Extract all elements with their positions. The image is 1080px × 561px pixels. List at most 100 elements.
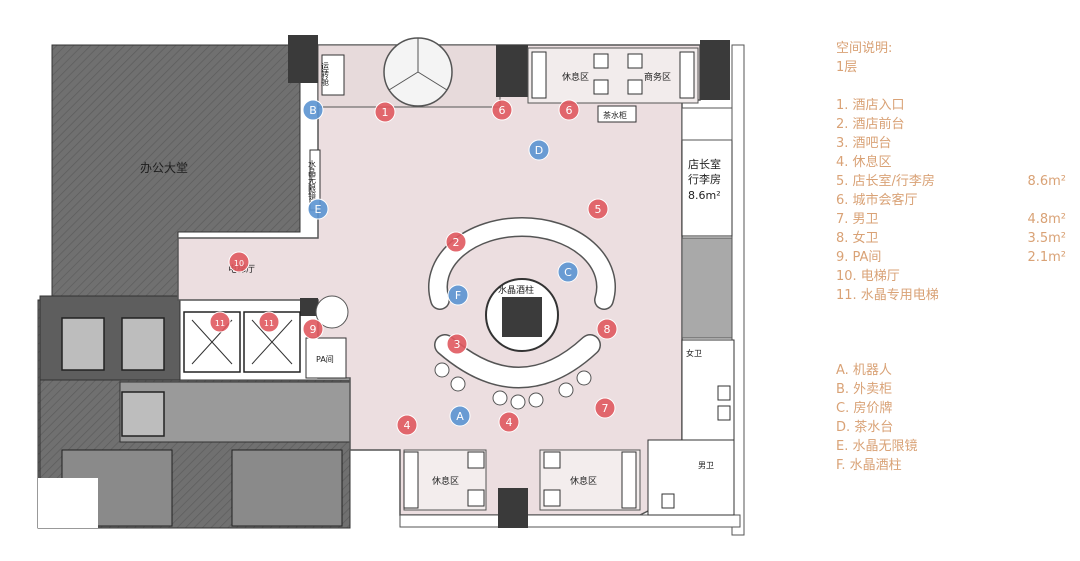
crystal-mirror-label: 水晶无限镜 [308,159,317,201]
numbered-marker-6 [491,99,513,121]
manager-cabinet [681,107,733,141]
numbered-marker-label-11: 11 [264,319,274,328]
legend-item-area [1022,286,1066,305]
numbered-marker-label-1: 1 [382,106,389,119]
office-elevator-1 [61,317,105,371]
pillar-bottom [498,488,528,528]
revolving-door-blade-2 [388,71,419,91]
numbered-marker-label-9: 9 [310,323,317,336]
manager-label-2: 行李房 [688,172,721,186]
numbered-marker-11 [258,311,280,333]
crystal-elevator-2-x2 [251,319,293,365]
lounge-right-chair-2 [543,489,561,507]
legend-item-label: 6. 城市会客厅 [836,193,918,208]
legend-item-label: 9. PA间 [836,250,882,265]
round-table [315,295,349,329]
numbered-marker-9 [302,318,324,340]
legend-title: 空间说明: [836,41,893,56]
office-elevator-2 [121,317,165,371]
legend-floor: 1层 [836,60,858,75]
bar-stool-5 [528,392,544,408]
legend-lettered-item: B. 外卖柜 [836,382,893,397]
numbered-marker-1 [374,101,396,123]
lounge-top-sofa-right [679,51,695,99]
right-service-strip [681,237,733,339]
legend-item-area: 2.1m² [1027,250,1066,265]
legend-item-label: 10. 电梯厅 [836,269,900,284]
numbered-marker-label-11: 11 [215,319,225,328]
wall-top-right [700,40,730,100]
restroom-fixture-2 [717,405,731,421]
numbered-marker-11 [209,311,231,333]
legend-lettered-item: C. 房价牌 [836,401,893,416]
lettered-marker-label-A: A [456,410,464,423]
legend-item-area [1022,134,1066,153]
business-label: 商务区 [644,71,671,83]
office-elevator-3 [121,391,165,437]
numbered-marker-6 [558,99,580,121]
numbered-marker-8 [596,318,618,340]
office-lobby-label: 办公大堂 [140,160,188,175]
numbered-marker-10 [228,251,250,273]
legend-item-label: 3. 酒吧台 [836,136,892,151]
numbered-marker-4 [396,414,418,436]
bar-stool-4 [510,394,526,410]
business-chair-3 [627,53,643,69]
pa-room [305,337,347,379]
numbered-marker-label-8: 8 [604,323,611,336]
numbered-marker-5 [587,198,609,220]
manager-area: 8.6m² [688,189,721,202]
legend-item-area: 4.8m² [1027,212,1066,227]
lettered-marker-label-F: F [455,289,461,302]
crystal-pillar-core [502,297,542,337]
manager-label-1: 店长室 [688,157,721,171]
legend-item: 11. 水晶专用电梯 [836,286,1066,305]
numbered-marker-4 [498,411,520,433]
bar-stool-1 [434,362,450,378]
numbered-marker-3 [446,333,468,355]
tea-cabinet [597,105,637,123]
manager-office [681,139,733,237]
lounge-left-sofa [403,451,419,509]
lettered-marker-label-E: E [315,203,322,216]
lettered-marker-F [447,284,469,306]
lounge-right-chair-1 [543,451,561,469]
legend-item: 3. 酒吧台 [836,134,1066,153]
numbered-marker-2 [445,231,467,253]
lounge-left-chair-1 [467,451,485,469]
lettered-marker-B [302,99,324,121]
legend-item-label: 5. 店长室/行李房 [836,174,935,189]
bar-stool-7 [576,370,592,386]
delivery-locker-label: 运转舱 [321,62,330,87]
pa-room-label: PA间 [316,355,334,364]
legend-item: 10. 电梯厅 [836,267,1066,286]
lettered-marker-label-B: B [309,104,317,117]
womens-restroom-label: 女卫 [686,348,702,358]
legend-item: 1. 酒店入口 [836,96,1066,115]
legend-item: 6. 城市会客厅 [836,191,1066,210]
lettered-marker-label-D: D [535,144,543,157]
lounge-right-sofa [621,451,637,509]
pillar-mid [300,298,318,316]
business-chair-2 [593,79,609,95]
numbered-marker-7 [594,397,616,419]
legend-item-area [1022,267,1066,286]
legend-item-label: 1. 酒店入口 [836,98,905,113]
numbered-marker-label-2: 2 [453,236,460,249]
numbered-marker-label-5: 5 [595,203,602,216]
legend-item-area [1022,115,1066,134]
reception-desk-surface [429,218,615,309]
legend-item-label: 11. 水晶专用电梯 [836,288,939,303]
lettered-marker-D [528,139,550,161]
lounge-top-sofa-left [531,51,547,99]
legend-item-label: 8. 女卫 [836,231,879,246]
lettered-marker-E [307,198,329,220]
legend-item-area [1022,191,1066,210]
crystal-pillar-label: 水晶酒柱 [498,284,534,296]
bar-counter-surface [435,335,600,387]
lounge-left-chair-2 [467,489,485,507]
restroom-fixture-1 [717,385,731,401]
